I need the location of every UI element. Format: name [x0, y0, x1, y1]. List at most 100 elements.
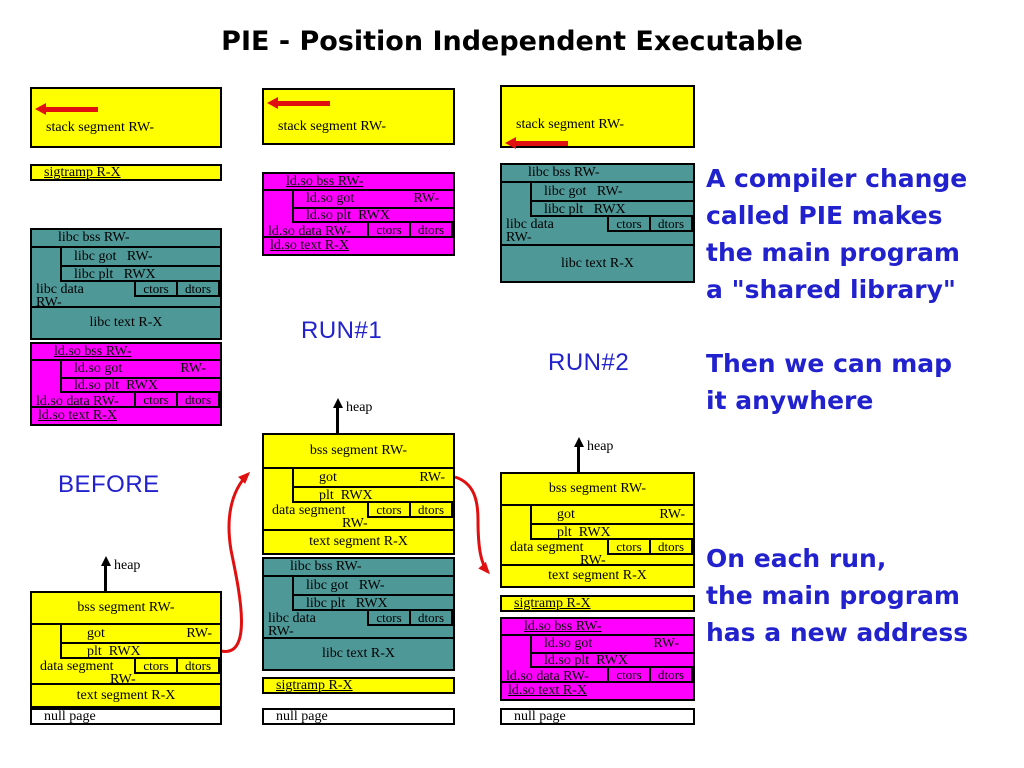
main-bss-label: bss segment RW- [309, 443, 408, 458]
annotation-line: has a new address [706, 618, 969, 647]
ctors-label: ctors [616, 215, 642, 231]
main-got-label: got [87, 625, 105, 641]
heap-label: heap [346, 400, 373, 415]
nullpage-box-before: null page [30, 708, 222, 725]
libc-data-line1: libc data [268, 611, 316, 626]
main-data-line1: data segment [510, 540, 584, 555]
main-text-row: text segment R-X [32, 683, 220, 706]
ldso-got-label: ld.so got [544, 636, 593, 651]
sigtramp-box-run2: sigtramp R-X [500, 595, 695, 612]
main-text-label: text segment R-X [548, 568, 647, 583]
libc-plt-row: libc plt RWX [294, 596, 453, 611]
main-got-label: got [319, 469, 337, 485]
ldso-bss-label: ld.so bss RW- [286, 173, 364, 189]
main-data-line1: data segment [40, 659, 114, 674]
main-plt-label: plt RWX [87, 643, 141, 659]
ctors-box: ctors [607, 215, 651, 232]
run-label-before: BEFORE [58, 471, 160, 498]
ldso-bss-row: ld.so bss RW- [264, 174, 453, 191]
sigtramp-label: sigtramp R-X [514, 596, 591, 611]
ctors-label: ctors [376, 221, 402, 237]
ctors-box: ctors [134, 657, 178, 674]
main-text-row: text segment R-X [502, 564, 693, 586]
ldso-data-label: ld.so data RW- [32, 395, 119, 409]
dtors-label: dtors [185, 280, 211, 296]
libc-got-row: libc got RW- [294, 577, 453, 596]
arrow-bar [516, 140, 568, 146]
annotation-line: On each run, [706, 544, 887, 573]
ctors-label: ctors [376, 609, 402, 625]
libc-bss-row: libc bss RW- [264, 559, 453, 577]
main-text-label: text segment R-X [309, 534, 408, 549]
libc-got-row: libc got RW- [532, 183, 693, 202]
heap-label: heap [587, 439, 614, 454]
ldso-got-label: ld.so got [74, 361, 123, 376]
ctors-label: ctors [616, 538, 642, 554]
ldso-plt-label: ld.so plt RWX [544, 653, 629, 668]
heap-arrow-run1: heap [332, 398, 372, 433]
dtors-label: dtors [658, 538, 684, 554]
libc-plt-label: libc plt RWX [306, 595, 388, 611]
main-bss-label: bss segment RW- [548, 481, 647, 496]
annotation-line: the main program [706, 581, 960, 610]
main-plt-row: plt RWX [532, 525, 693, 540]
ctors-box: ctors [607, 538, 651, 555]
heap-arrow-head-icon [333, 398, 343, 408]
ldso-bss-label: ld.so bss RW- [54, 343, 132, 359]
heap-arrow-before: heap [100, 556, 140, 591]
ldso-bss-row: ld.so bss RW- [502, 619, 693, 636]
heap-arrow-line [336, 408, 339, 433]
annotation-line: A compiler change [706, 164, 968, 193]
libc-plt-label: libc plt RWX [544, 201, 626, 217]
dtors-box: dtors [409, 501, 453, 518]
stack-segment-box-before: stack segment RW- [30, 87, 222, 148]
ldso-data-text: ld.so data RW- [268, 224, 351, 239]
libc-bss-row: libc bss RW- [32, 230, 220, 248]
dtors-label: dtors [418, 501, 444, 517]
sigtramp-box-run1: sigtramp R-X [262, 677, 455, 694]
stack-segment-label: stack segment RW- [46, 120, 155, 135]
ldso-plt-label: ld.so plt RWX [74, 378, 159, 393]
main-plt-row: plt RWX [294, 488, 453, 503]
heap-arrow-head-icon [574, 437, 584, 447]
ctors-dtors-row: ctors dtors [134, 657, 220, 674]
ldso-bss-row: ld.so bss RW- [32, 344, 220, 361]
libc-data-line2: RW- [506, 230, 532, 245]
nullpage-label: null page [276, 709, 328, 724]
heap-label: heap [114, 558, 141, 573]
heap-arrow-line [104, 566, 107, 591]
nullpage-box-run2: null page [500, 708, 695, 725]
main-data-line1: data segment [272, 503, 346, 518]
libc-got-label: libc got RW- [306, 577, 385, 593]
nullpage-box-run1: null page [262, 708, 455, 725]
libc-bss-label: libc bss RW- [290, 559, 362, 574]
libc-text-row: libc text R-X [32, 306, 220, 338]
dtors-label: dtors [185, 657, 211, 673]
stack-segment-label: stack segment RW- [278, 119, 387, 134]
arrow-head-icon [35, 103, 46, 115]
annotation-line: the main program [706, 238, 960, 267]
annotation-note3: On each run, the main program has a new ad… [706, 540, 968, 651]
sigtramp-label: sigtramp R-X [44, 165, 121, 180]
libc-plt-row: libc plt RWX [532, 202, 693, 217]
libc-bss-row: libc bss RW- [502, 165, 693, 183]
ctors-box: ctors [367, 501, 411, 518]
stack-growth-arrow-icon [35, 103, 98, 115]
ldso-plt-label: ld.so plt RWX [306, 208, 391, 223]
dtors-label: dtors [418, 609, 444, 625]
